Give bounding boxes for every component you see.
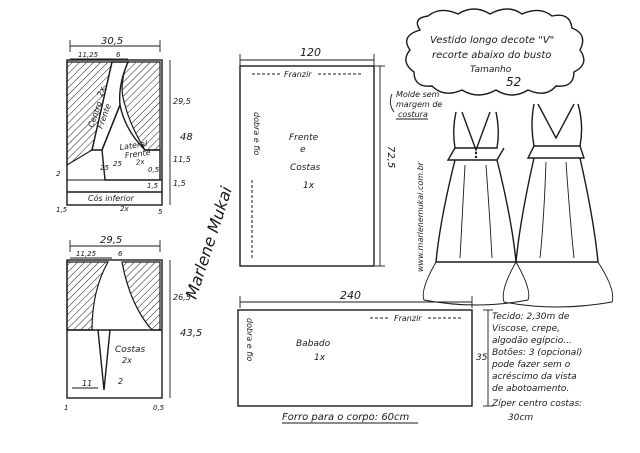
materials-line-6: acréscimo da vista [492,371,577,382]
note-line-1: Molde sem [396,90,440,99]
ruffle-right-height: 35 [476,353,488,363]
materials-line-3: algodão egípcio... [492,336,572,346]
ruffle-label-1: Babado [296,339,331,349]
front-dim-b: 6 [116,51,121,59]
back-bodice-pattern: 29,5 11,25 6 Costas 2x 26,5 43,5 11 2 1 … [64,235,202,412]
front-mark-1: 25 [113,160,122,168]
front-center-label-3: 2x [95,85,107,98]
front-dim-right-1: 29,5 [173,97,191,106]
back-label-2: 2x [122,356,132,365]
title-cloud: Vestido longo decote "V" recorte abaixo … [405,8,585,96]
front-dim-small-2: 1,5 [56,206,68,214]
back-hatched-right [121,261,161,331]
materials-line-9: 30cm [508,413,533,423]
skirt-top-label: Franzir [284,70,312,79]
materials-line-4: Botões: 3 (opcional) [492,348,582,358]
back-dim-bottom-1: 1 [64,404,68,412]
skirt-top-width: 120 [300,46,321,59]
front-dim-right-4: 1,5 [173,179,186,188]
materials-line-5: pode fazer sem o [491,360,571,370]
back-dim-b: 6 [118,250,123,258]
skirt-label-4: 1x [303,181,315,191]
dress-front-illustration [422,111,530,306]
skirt-side-label: dobra e fio [252,112,261,155]
front-cos-qty: 2x [120,205,129,213]
ruffle-side-label: dobra e fio [245,318,254,361]
note-line-2: margem de [396,100,442,109]
front-cos-label: Cós inferior [88,193,135,203]
front-top-width: 30,5 [101,36,123,47]
materials-line-7: de abotoamento. [492,384,569,394]
dress-back-illustration [502,103,614,308]
back-dim-a: 11,25 [76,250,97,258]
front-dim-a: 11,25 [78,51,99,59]
seam-note: Molde sem margem de costura [389,90,442,120]
lining-note: Forro para o corpo: 60cm [282,412,410,423]
back-label-1: Costas [115,345,146,355]
title-line-1: Vestido longo decote "V" [430,35,554,46]
front-dim-small-1: 2 [56,170,61,178]
svg-text:Marlene Mukai: Marlene Mukai [182,184,236,302]
skirt-right-height: 72,5 [385,146,396,168]
front-hatched-right [121,61,161,151]
title-size-label: Tamanho [470,65,512,75]
signature: Marlene Mukai [182,184,236,302]
skirt-outline [239,65,375,267]
skirt-label-2: e [300,145,306,155]
title-size-value: 52 [506,75,521,89]
back-dim-bottom-left: 11 [82,379,92,388]
materials-notes: Tecido: 2,30m de Viscose, crepe, algodão… [491,312,582,423]
materials-line-1: Tecido: 2,30m de [492,312,570,322]
note-line-3: costura [398,110,428,119]
svg-text:www.marlenemukai.com.br: www.marlenemukai.com.br [416,161,425,272]
back-hatched-left [66,261,110,331]
front-lateral-label-2: Frente [124,148,151,161]
website: www.marlenemukai.com.br [416,161,425,272]
ruffle-pattern: 240 Franzir dobra e fio Babado 1x 35 [237,289,493,407]
front-mark-3: 0,5 [148,166,160,174]
back-dim-bottom-mark: 2 [118,377,123,386]
back-dim-right-2: 43,5 [180,328,202,339]
back-dim-right-1: 26,5 [173,293,191,302]
skirt-pattern: 120 Franzir dobra e fio Frente e Costas … [239,46,396,267]
front-dim-right-2: 48 [180,132,193,143]
skirt-label-3: Costas [290,163,321,173]
ruffle-top-label: Franzir [394,314,422,323]
front-mark-2: 25 [100,164,109,172]
materials-line-2: Viscose, crepe, [492,324,560,334]
front-lateral-label-3: 2x [135,158,145,167]
back-top-width: 29,5 [100,235,122,246]
title-line-2: recorte abaixo do busto [432,50,551,61]
materials-line-8: Zíper centro costas: [491,399,582,409]
front-lateral-label-1: Lateral [119,139,149,152]
ruffle-label-2: 1x [314,353,326,363]
ruffle-outline [237,309,473,407]
front-dim-small-3: 5 [158,208,163,216]
front-bodice-pattern: 30,5 11,25 6 Centro Frente 2x Lateral Fr… [56,36,193,216]
skirt-label-1: Frente [289,133,319,143]
front-dim-right-3: 11,5 [173,155,191,164]
ruffle-top-width: 240 [340,289,361,302]
front-mark-4: 1,5 [147,182,159,190]
back-dim-bottom-2: 0,5 [153,404,165,412]
